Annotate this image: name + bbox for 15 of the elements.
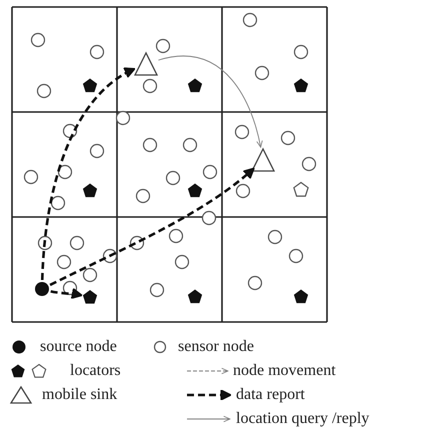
- arrow: [158, 56, 263, 148]
- legend-label: source node: [40, 338, 117, 356]
- legend-label: node movement: [233, 362, 336, 380]
- legend-label: sensor node: [178, 338, 254, 356]
- legend-label: mobile sink: [42, 386, 118, 404]
- arrow: [50, 288, 83, 300]
- locator-pentagon: [82, 289, 98, 305]
- legend-label: data report: [236, 386, 305, 404]
- mobile-sink-triangle: [251, 148, 275, 172]
- arrow: [49, 167, 255, 286]
- legend-label: locators: [70, 362, 121, 380]
- mobile-sink-triangle: [134, 52, 158, 76]
- legend-label: location query /reply: [236, 410, 370, 428]
- arrow: [40, 68, 136, 280]
- source-node-dot: [34, 281, 50, 297]
